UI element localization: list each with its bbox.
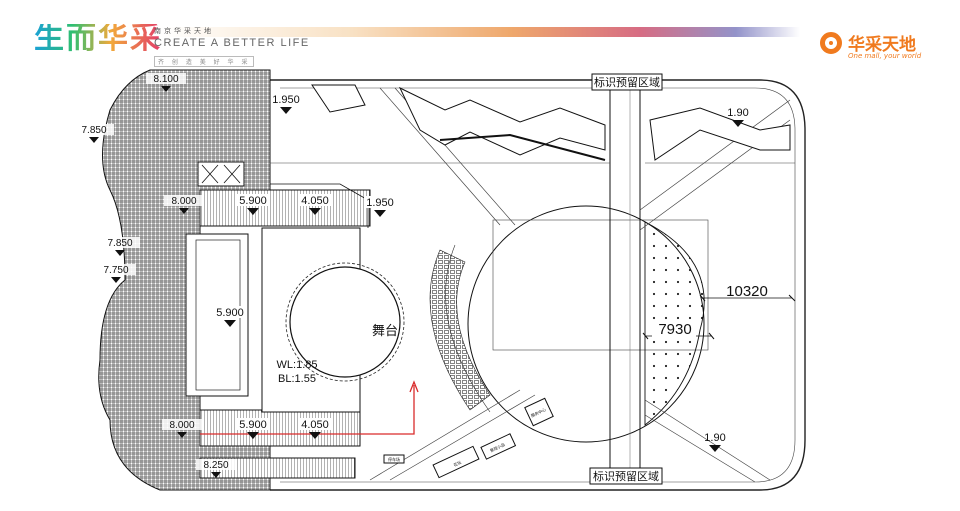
elevation-label: 1.90: [704, 432, 725, 444]
elevation-marker: 7.850: [100, 237, 140, 256]
elevation-marker: 1.950: [364, 196, 398, 217]
elevation-marker: 4.050: [298, 418, 332, 439]
kiosk-1-label: 花坛: [452, 459, 462, 468]
elevation-marker: 8.250: [196, 459, 236, 478]
elevation-marker: 8.100: [146, 73, 186, 92]
brand-tagline-en: CREATE A BETTER LIFE: [154, 37, 310, 49]
elevation-marker: 4.050: [298, 194, 332, 215]
elevation-label: 5.900: [239, 195, 267, 207]
elevation-label: 8.000: [169, 420, 194, 431]
elevation-marker: 8.000: [164, 195, 204, 214]
elevation-label: 1.90: [727, 107, 748, 119]
decorative-stripe: [160, 27, 800, 37]
elevation-label: 7.850: [81, 125, 106, 136]
elevation-marker: 1.950: [272, 94, 300, 114]
elevation-label: 5.900: [239, 419, 267, 431]
elevation-label: 5.900: [216, 307, 244, 319]
zone-label-top-box: [591, 73, 663, 91]
elevation-markers: 8.100 7.850 7.850 7.750 8.000 8.000: [74, 73, 749, 478]
logo-icon: [820, 32, 842, 54]
header-banner: 生而华采 南京华采天地 CREATE A BETTER LIFE 齐 创 造 美…: [0, 0, 960, 70]
brand-tagline-cn: 南京华采天地: [154, 27, 214, 35]
kiosk-4-label: 停车场: [388, 456, 400, 462]
elevation-marker: 5.900: [213, 306, 247, 327]
elevation-marker: 8.000: [162, 419, 202, 438]
plaza-circle: [467, 205, 705, 443]
elevation-label: 8.250: [203, 460, 228, 471]
brand-title: 生而华采: [34, 21, 162, 56]
elevation-marker: 1.90: [727, 107, 749, 127]
lift-block: [197, 161, 245, 187]
elevation-label: 1.950: [272, 94, 300, 106]
seating-arc: [429, 249, 491, 411]
elevation-marker: 5.900: [236, 418, 270, 439]
stage-label: 舞台: [372, 323, 398, 338]
elevation-marker: 7.850: [74, 124, 114, 143]
planter-zigzag: [398, 86, 606, 156]
kiosk-3: [524, 397, 554, 427]
zone-label-top: 标识预留区域: [594, 75, 660, 89]
water-level: WL:1.85: [277, 359, 318, 371]
brand-tagline-small: 齐 创 造 美 好 华 采: [154, 56, 255, 67]
elevation-label: 8.100: [153, 74, 178, 85]
elevation-marker: 5.900: [236, 194, 270, 215]
logo-slogan: One mall, your world: [848, 52, 922, 60]
elevation-label: 8.000: [171, 196, 196, 207]
elevation-label: 7.850: [107, 238, 132, 249]
dimension-radius-label: 7930: [658, 321, 691, 338]
kiosk-2: [480, 433, 517, 460]
zone-label-bottom: 标识预留区域: [593, 469, 659, 483]
elevation-marker: 1.90: [704, 432, 726, 452]
brand-left: 生而华采 南京华采天地 CREATE A BETTER LIFE 齐 创 造 美…: [34, 21, 308, 67]
elevation-label: 4.050: [301, 419, 329, 431]
zone-label-bottom-box: [589, 467, 663, 485]
stage-circle: [289, 266, 401, 378]
brand-tagline: 南京华采天地 CREATE A BETTER LIFE 齐 创 造 美 好 华 …: [154, 26, 314, 68]
elevation-label: 4.050: [301, 195, 329, 207]
site-boundary-inner: [280, 87, 796, 483]
bottom-level: BL:1.55: [278, 373, 316, 385]
logo-name: 华采天地: [848, 35, 916, 55]
elevation-label: 7.750: [103, 265, 128, 276]
elevation-marker: 7.750: [96, 264, 136, 283]
site-boundary: [270, 79, 806, 491]
route-line: [200, 385, 415, 435]
dimension-width-label: 10320: [726, 283, 768, 300]
kiosk-1: [432, 445, 480, 479]
upper-steps: [199, 189, 371, 227]
elevation-label: 1.950: [366, 197, 394, 209]
lower-steps: [199, 409, 361, 447]
